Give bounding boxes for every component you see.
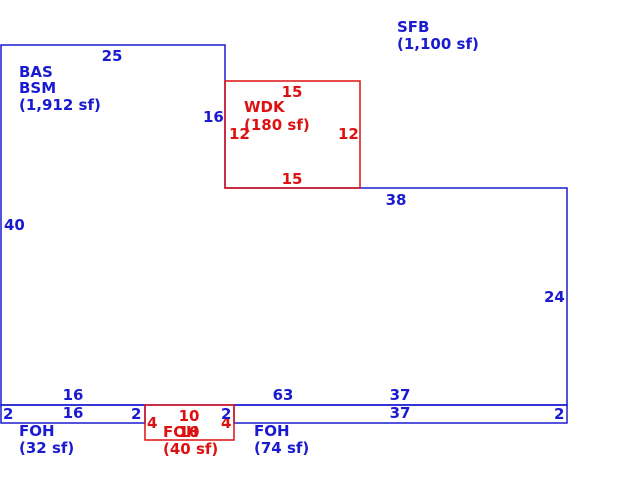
main-code-bsm: BSM [19, 79, 56, 97]
foh-mid-code: FOH [163, 423, 199, 441]
dim-main-notch-side: 16 [203, 108, 224, 126]
dim-main-bottom-right: 37 [390, 386, 411, 404]
dim-main-left: 40 [4, 216, 25, 234]
foh-right-area: (74 sf) [254, 439, 309, 457]
main-code-bas: BAS [19, 63, 53, 81]
foh-mid-outline [144, 404, 235, 441]
wdk-area: (180 sf) [244, 116, 310, 134]
foh-left-code: FOH [19, 422, 55, 440]
dim-main-bottom-left: 16 [63, 386, 84, 404]
main-area: (1,912 sf) [19, 96, 101, 114]
foh-mid-area: (40 sf) [163, 440, 218, 458]
wdk-outline [224, 80, 361, 189]
dim-foh-mid-bottom: 10 [179, 423, 200, 441]
dim-foh-right-end-a: 2 [221, 405, 231, 423]
dim-main-bottom-mid: 63 [273, 386, 294, 404]
dim-wdk-left: 12 [229, 125, 250, 143]
dim-foh-mid-left: 4 [147, 414, 157, 432]
wdk-code: WDK [244, 98, 286, 116]
dim-foh-right-top: 37 [390, 404, 411, 422]
dim-wdk-top: 15 [282, 83, 303, 101]
dim-main-step-top: 38 [386, 191, 407, 209]
dim-foh-mid-top: 10 [179, 407, 200, 425]
dim-main-top: 25 [102, 47, 123, 65]
dim-main-right: 24 [544, 288, 565, 306]
dim-foh-mid-right: 4 [221, 414, 231, 432]
dim-wdk-bottom: 15 [282, 170, 303, 188]
dim-foh-right-end-b: 2 [554, 405, 564, 423]
foh-right-code: FOH [254, 422, 290, 440]
dim-foh-left-top: 16 [63, 404, 84, 422]
foh-left-area: (32 sf) [19, 439, 74, 457]
dim-foh-left-end-a: 2 [3, 405, 13, 423]
sfb-area: (1,100 sf) [397, 35, 479, 53]
sfb-code: SFB [397, 18, 429, 36]
dim-foh-left-end-b: 2 [131, 405, 141, 423]
dim-wdk-right: 12 [338, 125, 359, 143]
